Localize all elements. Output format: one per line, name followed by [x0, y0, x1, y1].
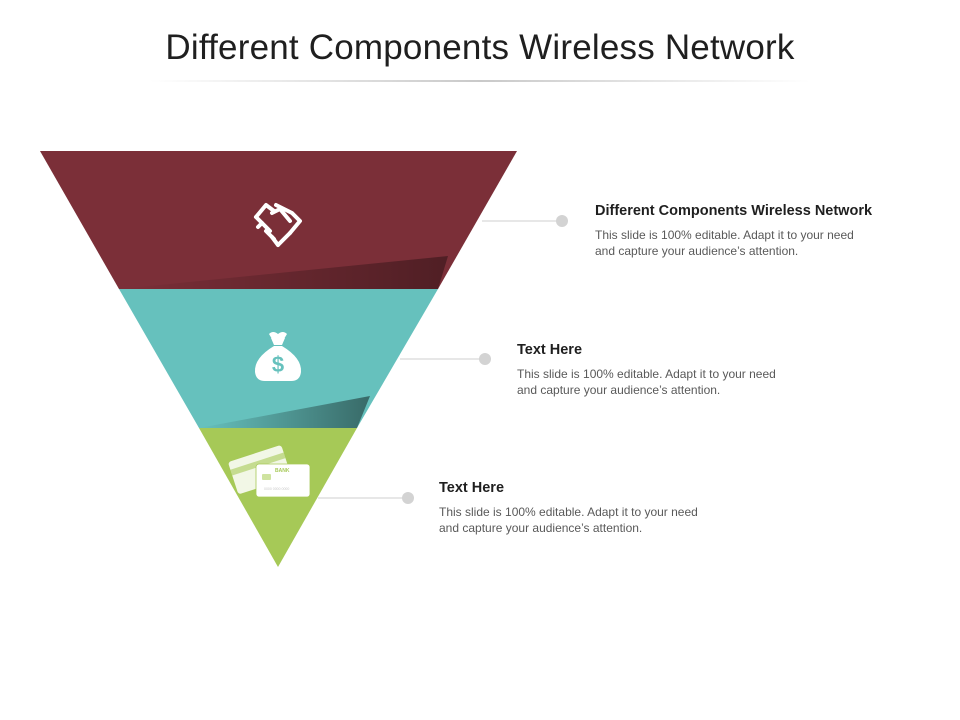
connector-3: [318, 492, 414, 504]
item-3-heading: Text Here: [439, 480, 505, 496]
bank-card-number: 0000 0000 0000: [264, 487, 289, 491]
item-1-description: This slide is 100% editable. Adapt it to…: [595, 228, 854, 258]
svg-text:$: $: [272, 352, 284, 377]
funnel-layer-1-shade: [119, 256, 448, 289]
item-2-description: This slide is 100% editable. Adapt it to…: [517, 367, 776, 397]
item-2-heading: Text Here: [517, 342, 583, 358]
connector-2: [400, 353, 491, 365]
bank-card-icon: BANK 0000 0000 0000: [228, 445, 311, 498]
connector-1: [482, 215, 568, 227]
item-1-heading: Different Components Wireless Network: [595, 203, 873, 219]
item-3: Text Here This slide is 100% editable. A…: [439, 480, 769, 536]
slide-title: Different Components Wireless Network: [165, 28, 795, 67]
item-2: Text Here This slide is 100% editable. A…: [517, 342, 847, 398]
handshake-icon: [254, 203, 302, 247]
item-1: Different Components Wireless Network Th…: [595, 203, 925, 259]
funnel-layer-2-shade: [199, 396, 370, 428]
money-bag-icon: $: [254, 332, 302, 381]
item-3-description: This slide is 100% editable. Adapt it to…: [439, 505, 698, 535]
funnel-layer-1: [40, 151, 517, 289]
title-divider: [150, 80, 810, 82]
bank-card-label: BANK: [275, 468, 290, 474]
